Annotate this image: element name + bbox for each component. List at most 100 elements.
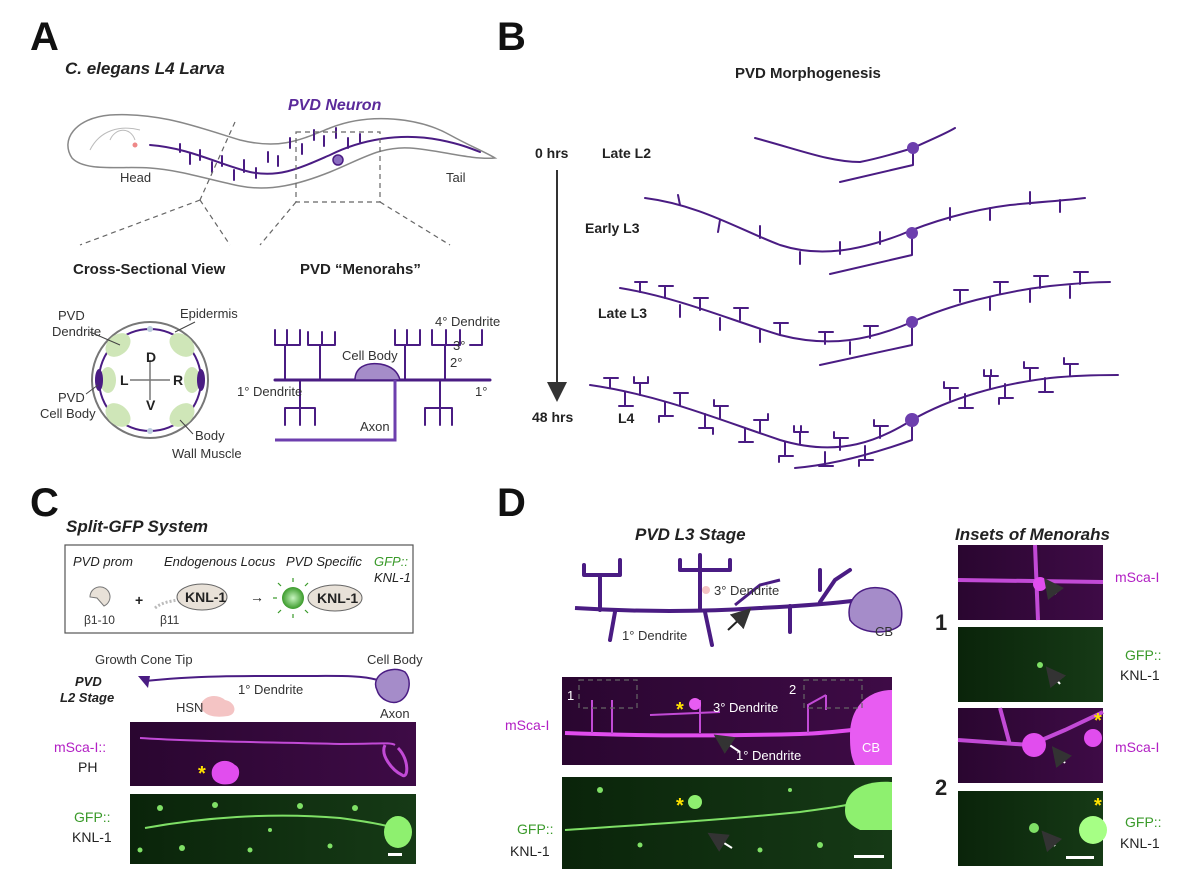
hsn-label: HSN	[176, 700, 203, 715]
l2-axon-label: Axon	[380, 706, 410, 721]
body-wall-label-1: Body	[195, 428, 225, 443]
zoom-line-left-a	[79, 199, 201, 246]
inset-2-knl-label: KNL-1	[1120, 835, 1160, 851]
d-inset-box-1	[578, 679, 638, 709]
inset-1-gfp-label: GFP::	[1125, 647, 1162, 663]
worm-pvd-primary	[149, 135, 481, 175]
inset-1-gfp-arrow	[1045, 666, 1067, 689]
stage-late-l2: Late L2	[602, 145, 651, 161]
d-msca-primary	[564, 726, 871, 738]
d-gfp-puncta	[597, 787, 823, 853]
panel-a-title: C. elegans L4 Larva	[65, 59, 225, 78]
c-star-1: *	[198, 763, 206, 785]
d-schematic-dendrite-3: 3° Dendrite	[714, 583, 779, 598]
worm-body	[67, 113, 498, 189]
c-gfp-cellbody	[384, 816, 412, 848]
d-msca-cb: CB	[862, 740, 880, 755]
knl1-protein-text: KNL-1	[185, 589, 226, 605]
inset-2-msca-spot-2	[1084, 729, 1102, 747]
pvd-cell-body-label-2: Cell Body	[40, 406, 96, 421]
c-ph-label: PH	[78, 759, 97, 775]
pvd-prom: PVD prom	[73, 554, 133, 569]
morph-late-l3	[619, 271, 1111, 366]
d-gfp-arrow	[707, 832, 733, 852]
knl1-protein	[176, 583, 228, 611]
pvd-cell-body-leader	[85, 384, 99, 395]
zoom-line-left-b	[199, 199, 231, 246]
worm-zoom-box	[295, 131, 381, 203]
hsn-shape	[200, 696, 235, 717]
inset-scale-bar	[1066, 856, 1094, 859]
head-structure	[89, 127, 141, 151]
inset-1-knl-label: KNL-1	[1120, 667, 1160, 683]
menorah-dendrite-2: 2°	[450, 355, 462, 370]
inset-1-msca-spot	[1033, 577, 1047, 591]
epidermis-leader	[174, 321, 196, 333]
d-schematic-dendrite-1: 1° Dendrite	[622, 628, 687, 643]
c-gfp-micrograph	[130, 794, 416, 864]
axis-v: V	[146, 397, 156, 413]
d-gfp-cellbody	[845, 781, 892, 830]
inset-2-gfp-spot	[1029, 823, 1039, 833]
d-gfp-hsn	[688, 795, 702, 809]
d-star-2: *	[676, 795, 684, 817]
inset-1-msca-label: mSca-I	[1115, 569, 1159, 585]
d-msca-label: mSca-I	[505, 717, 549, 733]
inset-2-gfp-label: GFP::	[1125, 814, 1162, 830]
endogenous-locus: Endogenous Locus	[164, 554, 276, 569]
knl1-protein-2	[307, 584, 363, 612]
panel-letter-d: D	[497, 481, 526, 525]
d-box-label-1: 1	[567, 688, 574, 703]
zoom-line-right-a	[259, 201, 297, 246]
panel-letter-c: C	[30, 481, 59, 525]
beta11: β11	[160, 613, 180, 627]
time-end: 48 hrs	[532, 409, 573, 425]
d-star-1: *	[676, 699, 684, 721]
inset-2-star-2: *	[1094, 795, 1102, 817]
head-dot	[132, 142, 138, 148]
morph-l4	[589, 357, 1119, 469]
menorah-axon: Axon	[360, 419, 390, 434]
gfp-colon-label: GFP::	[374, 554, 408, 569]
panel-b-title: PVD Morphogenesis	[735, 65, 881, 82]
d-gfp-label: GFP::	[517, 821, 554, 837]
time-start: 0 hrs	[535, 145, 569, 161]
d-msca-hsn	[689, 698, 701, 710]
plus-sign: +	[135, 592, 143, 608]
c-gfp-label: GFP::	[74, 809, 111, 825]
head-label: Head	[120, 170, 151, 185]
d-inset-box-2	[803, 679, 863, 709]
l2-cell-body	[374, 668, 410, 704]
inset-1-gfp	[958, 627, 1103, 702]
axis-r: R	[173, 372, 183, 388]
growth-cone	[138, 676, 150, 688]
panel-d: D PVD L3 Stage Insets of Menorahs 3° Den…	[497, 481, 1162, 869]
d-scale-bar	[854, 855, 884, 858]
pvd-dendrite-leader	[89, 331, 121, 346]
menorah-cell-body: Cell Body	[342, 348, 398, 363]
d-msca-branches	[591, 694, 827, 734]
c-gfp-dendrite	[144, 814, 396, 829]
menorah-diagram	[273, 329, 492, 442]
cell-body-label: Cell Body	[367, 652, 423, 667]
cross-section-diagram	[91, 321, 209, 439]
inset-2-msca-spot	[1022, 733, 1046, 757]
beta1-10: β1-10	[84, 613, 115, 627]
inset-1-msca-arrow	[1044, 578, 1064, 600]
d-msca-dendrite-3: 3° Dendrite	[713, 700, 778, 715]
zoom-line-right-b	[379, 201, 451, 246]
c-msca-label: mSca-I::	[54, 739, 106, 755]
inset-2-msca-arrow	[1051, 746, 1073, 769]
body-wall-leader	[179, 419, 194, 435]
c-msca-dendrite	[139, 737, 396, 746]
body-wall-label-2: Wall Muscle	[172, 446, 242, 461]
panel-c-title: Split-GFP System	[66, 517, 208, 536]
pvd-specific: PVD Specific	[286, 554, 362, 569]
menorah-dendrite-4: 4° Dendrite	[435, 314, 500, 329]
gfp-complex	[282, 587, 304, 609]
beta11-tag	[154, 596, 183, 610]
c-gfp-puncta	[137, 802, 358, 853]
inset-2-star-1: *	[1094, 710, 1102, 732]
stage-label-2: L2 Stage	[60, 690, 114, 705]
cross-section-title: Cross-Sectional View	[73, 261, 226, 278]
